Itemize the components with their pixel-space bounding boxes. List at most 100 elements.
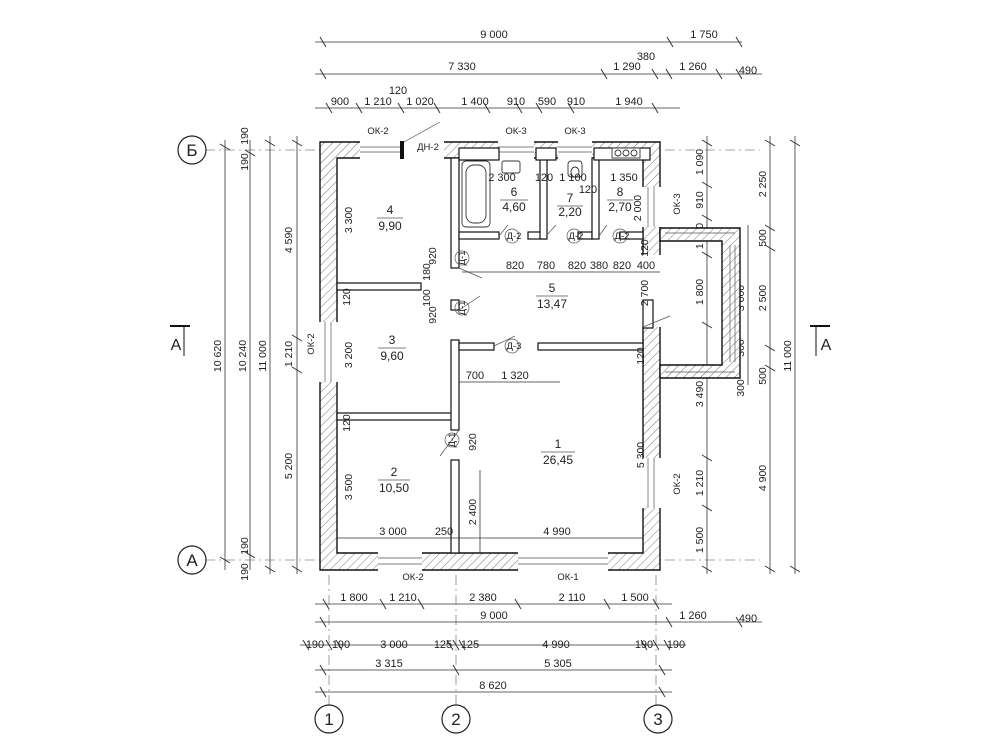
dim-r4-h: 3 300 xyxy=(343,207,355,233)
dim-top-1400: 1 400 xyxy=(461,96,489,108)
section-marks: А А xyxy=(170,325,832,356)
bottom-dimensions: 1 800 1 210 2 380 2 110 1 500 9 000 1 26… xyxy=(300,592,762,698)
window-ok2-top-gap xyxy=(360,141,400,159)
label-d3: Д-3 xyxy=(507,341,522,352)
dim-top-7330: 7 330 xyxy=(448,61,476,73)
dim-corr-380: 380 xyxy=(590,260,608,272)
room-labels: 4 9,90 3 9,60 2 10,50 6 4,60 7 2,20 8 2,… xyxy=(377,185,633,495)
partition-4-3 xyxy=(336,282,422,291)
dim-d920a: 920 xyxy=(427,247,439,265)
dim-left-11000: 11 000 xyxy=(257,340,269,371)
dim-b3000: 3 000 xyxy=(379,526,407,538)
dim-b4990: 4 990 xyxy=(543,526,571,538)
dim-d100: 100 xyxy=(421,289,433,307)
label-d2-b: Д-2 xyxy=(569,231,584,242)
dim-right-300b: 300 xyxy=(735,379,747,397)
room-7-area: 2,20 xyxy=(558,205,582,219)
dim-bot-1800: 1 800 xyxy=(340,592,368,604)
dim-w2400: 2 400 xyxy=(467,499,479,525)
room-8-area: 2,70 xyxy=(608,200,632,214)
top-dimensions: 9 000 1 750 380 7 330 1 290 1 260 490 12… xyxy=(315,29,762,114)
dim-right-1500: 1 500 xyxy=(694,527,706,553)
room-4-area: 9,90 xyxy=(378,219,402,233)
dim-left-10620: 10 620 xyxy=(212,340,224,372)
label-ok2-left: ОК-2 xyxy=(306,333,317,354)
dim-left-10240: 10 240 xyxy=(237,340,249,372)
room-6-area: 4,60 xyxy=(502,200,526,214)
dim-top-380: 380 xyxy=(637,51,655,63)
label-ok2-right: ОК-2 xyxy=(672,473,683,494)
bay-window xyxy=(659,227,741,379)
dim-int-120a: 120 xyxy=(341,288,353,306)
dim-h1320: 1 320 xyxy=(501,370,529,382)
dim-left-190d: 190 xyxy=(239,563,251,581)
dim-left-1210: 1 210 xyxy=(283,341,295,367)
washbasin xyxy=(501,160,521,174)
dim-top-490: 490 xyxy=(739,65,757,77)
axis-3: 3 xyxy=(653,710,662,729)
axis-2: 2 xyxy=(451,710,460,729)
dim-bot-2110: 2 110 xyxy=(559,592,586,604)
dim-right-500b: 500 xyxy=(757,367,769,385)
room-4-number: 4 xyxy=(387,203,394,217)
dim-bot-3315: 3 315 xyxy=(375,658,403,670)
dim-right-2500: 2 500 xyxy=(757,285,769,311)
dim-corr-780: 780 xyxy=(537,260,555,272)
dim-r2-h: 3 500 xyxy=(343,474,355,500)
dim-bot-2380: 2 380 xyxy=(469,592,497,604)
label-d1-b: Д-1 xyxy=(457,301,468,316)
dim-left-190c: 190 xyxy=(239,537,251,555)
partition-main-vert-bot xyxy=(450,459,460,554)
label-ok3-right: ОК-3 xyxy=(672,193,683,214)
dim-bot-9000: 9 000 xyxy=(480,610,508,622)
dim-bot-190c: 190 xyxy=(635,639,653,651)
label-d2-a: Д-2 xyxy=(507,231,522,242)
section-right-label: А xyxy=(821,337,832,354)
label-ok2-top: ОК-2 xyxy=(367,126,388,137)
axis-a: А xyxy=(186,551,198,570)
opening-labels: ОК-2 ДН-2 ОК-3 ОК-3 ОК-3 ОК-2 ОК-2 ОК-2 … xyxy=(306,126,683,583)
dim-right-3490: 3 490 xyxy=(694,381,706,407)
dim-bot-8620: 8 620 xyxy=(479,680,507,692)
dim-bot-1260: 1 260 xyxy=(679,610,707,622)
dim-bot-190a: 190 xyxy=(306,639,324,651)
dim-top-590: 590 xyxy=(538,96,556,108)
left-dimensions: 10 620 10 240 11 000 190 190 190 190 4 5… xyxy=(212,127,303,581)
dim-bot-5305: 5 305 xyxy=(544,658,572,670)
dim-r1-h: 5 300 xyxy=(635,442,647,468)
dim-top-9000: 9 000 xyxy=(480,29,508,41)
dim-bot-190d: 190 xyxy=(667,639,685,651)
axis-markers: Б А 1 2 3 xyxy=(177,135,673,734)
dim-bot-4990: 4 990 xyxy=(542,639,570,651)
right-dimensions: 1 090 910 1 000 1 800 3 490 1 210 1 500 … xyxy=(694,136,801,574)
dim-r8-w: 1 350 xyxy=(610,172,638,184)
dim-right-1210: 1 210 xyxy=(694,470,706,496)
dim-top-1750: 1 750 xyxy=(690,29,718,41)
dim-left-5200: 5 200 xyxy=(283,453,295,479)
dim-left-190b: 190 xyxy=(239,153,251,171)
dim-int-120b: 120 xyxy=(341,414,353,432)
dim-right-2250: 2 250 xyxy=(757,171,769,197)
room-2-area: 10,50 xyxy=(379,481,409,495)
dim-d920c: 920 xyxy=(467,433,479,451)
dim-int-120f: 120 xyxy=(635,347,647,365)
label-ok1-bottom: ОК-1 xyxy=(557,572,578,583)
dim-r8-h: 2 000 xyxy=(632,195,644,221)
dim-right-1090: 1 090 xyxy=(694,149,706,175)
room-3-area: 9,60 xyxy=(380,349,404,363)
room-6-number: 6 xyxy=(511,185,518,199)
dim-top-910a: 910 xyxy=(507,96,525,108)
dim-bot-1210: 1 210 xyxy=(389,592,417,604)
dim-top-1020: 1 020 xyxy=(406,96,434,108)
dim-b250: 250 xyxy=(435,526,453,538)
label-ok2-bottom: ОК-2 xyxy=(402,572,423,583)
dim-left-190a: 190 xyxy=(239,127,251,145)
dim-bot-3000: 3 000 xyxy=(380,639,408,651)
room-5-number: 5 xyxy=(549,281,556,295)
partition-5-1-right xyxy=(537,342,644,351)
dim-right-500a: 500 xyxy=(757,229,769,247)
fixtures xyxy=(461,147,641,228)
dim-h700: 700 xyxy=(466,370,484,382)
partition-3-2 xyxy=(336,412,458,421)
